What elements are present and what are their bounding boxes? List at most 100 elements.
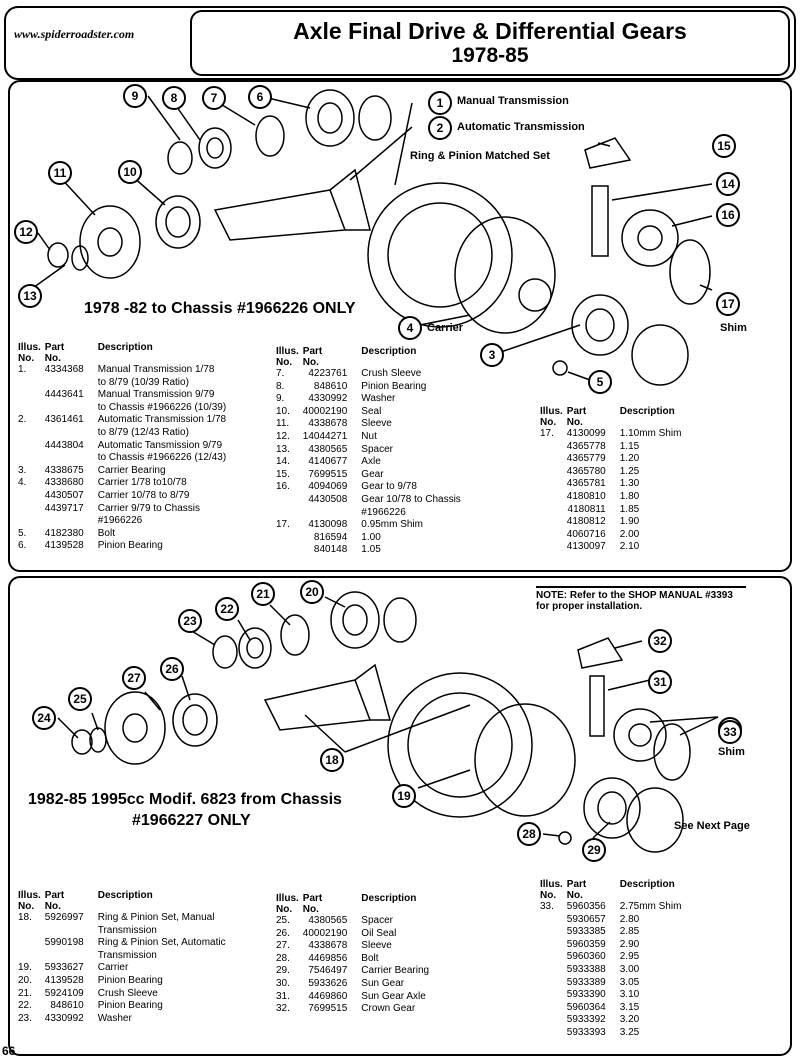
cell-illus-no	[540, 1002, 567, 1015]
cell-part-no: 5933627	[44, 962, 84, 974]
part-27-sleeve	[104, 691, 166, 765]
cell-part-no: 4365781	[566, 478, 606, 490]
callout-27: 27	[122, 666, 146, 690]
cell-part-no: 4334368	[44, 364, 84, 375]
cell-part-no: 840148	[313, 544, 348, 556]
parts-table-bottom-1: Illus. Part Description No. No. 18.59269…	[18, 890, 230, 1025]
cell-illus-no	[540, 516, 567, 529]
cell-part-no: 4338675	[44, 464, 84, 476]
cell-part-no: 5960359	[566, 938, 606, 950]
carrier-bottom	[474, 703, 576, 817]
cell-illus-no	[18, 402, 45, 415]
label-ring-pinion: Ring & Pinion Matched Set	[410, 150, 550, 162]
table-header-row: Illus. Part Description	[276, 346, 465, 357]
cell-part-no: 4180810	[566, 490, 606, 502]
cell-description: Sleeve	[361, 418, 392, 430]
table-header-row: No. No.	[276, 357, 465, 368]
cell-illus-no	[18, 490, 45, 503]
cell-description: Manual Transmission 9/79	[97, 389, 215, 401]
cell-illus-no: 23.	[18, 1012, 32, 1024]
cell-description: 1.25	[619, 465, 640, 477]
cell-part-no: 5990198	[44, 937, 84, 949]
website-url[interactable]: www.spiderroadster.com	[14, 27, 135, 41]
part-5-bolt	[552, 360, 568, 376]
ring-gear-top	[367, 182, 513, 328]
callout-16: 16	[716, 203, 740, 227]
cell-illus-no: 11.	[276, 418, 290, 430]
cell-illus-no	[540, 491, 567, 504]
cell-description: Sleeve	[361, 940, 392, 952]
cell-part-no	[45, 377, 88, 390]
header-no: No.	[18, 901, 35, 912]
cell-illus-no: 8.	[276, 380, 285, 392]
cell-part-no: 40002190	[302, 927, 348, 939]
label-shim-bottom: Shim	[718, 746, 745, 758]
part-21-crush-sleeve	[280, 614, 310, 656]
cell-illus-no	[18, 427, 45, 440]
header-part: Part	[302, 346, 323, 357]
cell-part-no: 4365778	[566, 440, 606, 452]
table-header-row: Illus. Part Description	[540, 406, 685, 417]
cell-illus-no: 5.	[18, 527, 27, 539]
part-16-gear	[621, 209, 679, 267]
callout-11: 11	[48, 161, 72, 185]
cell-description: 3.00	[619, 963, 640, 975]
callout-23: 23	[178, 609, 202, 633]
cell-illus-no: 14.	[276, 456, 290, 468]
cell-illus-no	[540, 977, 567, 990]
cell-part-no: 5933392	[566, 1014, 606, 1026]
cell-part-no: 848610	[50, 1000, 84, 1012]
cell-description: 1.05	[361, 544, 381, 556]
cell-illus-no: 21.	[18, 987, 32, 999]
cell-illus-no: 33.	[540, 901, 554, 912]
cell-part-no: 5933393	[566, 1026, 606, 1038]
cell-part-no: 14044271	[302, 430, 348, 442]
cell-description: 1.30	[619, 478, 640, 490]
cell-part-no: 4180811	[567, 503, 606, 515]
cell-illus-no: 29.	[276, 965, 290, 977]
cell-part-no: 4130097	[566, 541, 606, 553]
header-illus: Illus.	[540, 406, 563, 417]
cell-illus-no: 18.	[18, 912, 32, 923]
cell-illus-no	[540, 914, 567, 927]
title-box: Axle Final Drive & Differential Gears 19…	[190, 10, 790, 76]
header-no: No.	[44, 901, 61, 912]
cell-illus-no	[540, 926, 567, 939]
header-part: Part	[566, 879, 587, 890]
cell-description: Seal	[361, 405, 382, 417]
cell-description: Automatic Tansmission 9/79	[97, 439, 223, 451]
cell-description: Washer	[97, 1012, 132, 1024]
cell-part-no: 4443804	[44, 439, 84, 451]
part-30-gear	[613, 708, 667, 762]
cell-part-no	[45, 427, 88, 440]
callout-3: 3	[480, 343, 504, 367]
header-desc: Description	[361, 346, 417, 357]
cell-description: Nut	[361, 430, 377, 442]
header-illus: Illus.	[540, 879, 563, 890]
cell-description: 2.90	[619, 938, 640, 950]
part-28-bolt	[558, 831, 572, 845]
cell-description: 1.00	[361, 531, 381, 543]
cell-part-no: 5933385	[566, 926, 606, 938]
cell-description: Manual Transmission 1/78	[97, 364, 215, 375]
cell-part-no	[303, 507, 352, 520]
cell-part-no: 4380565	[308, 443, 348, 455]
cell-illus-no	[18, 515, 45, 528]
part-24-nut	[71, 729, 93, 755]
part-22-bearing	[238, 627, 272, 669]
callout-14: 14	[716, 172, 740, 196]
cell-part-no	[45, 452, 88, 465]
page-years: 1978-85	[451, 44, 529, 67]
